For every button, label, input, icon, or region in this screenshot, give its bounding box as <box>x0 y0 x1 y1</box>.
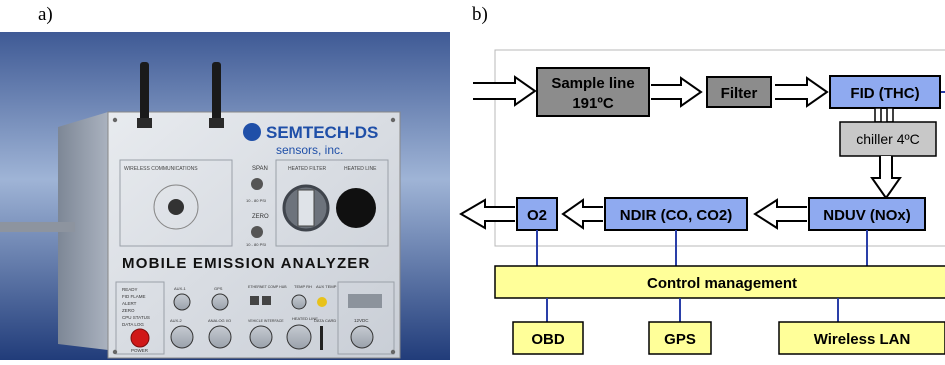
span-label: SPAN <box>252 166 268 172</box>
sample-line-label: Sample line <box>551 75 634 92</box>
zero-knob <box>251 226 263 238</box>
wireless-logo-icon <box>168 199 184 215</box>
status-item: ALERT <box>122 301 137 306</box>
status-item: ZERO <box>122 308 135 313</box>
zero-psi-label: 10 - 80 PSI <box>246 242 266 247</box>
chiller-label: chiller 4ºC <box>856 131 919 147</box>
control-management-box <box>494 265 945 299</box>
obd-label: OBD <box>531 331 565 348</box>
filter-label: Filter <box>721 85 758 102</box>
analyzer-photo: SEMTECH-DS sensors, inc. WIRELESS COMMUN… <box>0 32 450 360</box>
port-label: HEATED LINE <box>292 316 318 321</box>
port-label: TEMP RH <box>294 284 312 289</box>
port-aux1 <box>173 293 191 311</box>
outlet-arrow <box>459 198 515 230</box>
display-slot <box>348 294 382 308</box>
o2-label: O2 <box>527 207 547 224</box>
status-item: CPU STATUS <box>122 315 150 320</box>
analyzer-side <box>58 112 108 350</box>
port-temp <box>291 294 307 310</box>
antenna-left <box>140 62 149 124</box>
wireless-lan-label: Wireless LAN <box>814 331 911 348</box>
zero-label: ZERO <box>252 214 269 220</box>
gps-box <box>648 321 712 355</box>
fid-label: FID (THC) <box>850 85 919 102</box>
antenna-right <box>212 62 221 124</box>
inlet-arrow <box>473 75 537 107</box>
port-vehicle <box>249 325 273 349</box>
port-label: GPS <box>214 286 223 291</box>
sample-line-temp: 191ºC <box>572 95 614 112</box>
power-label: POWER <box>131 348 149 353</box>
port-label: AUX TEMP <box>316 284 337 289</box>
port-hub <box>262 296 271 305</box>
control-management-label: Control management <box>647 275 797 292</box>
port-gps <box>211 293 229 311</box>
heated-filter-label: HEATED FILTER <box>288 166 327 172</box>
status-item: READY <box>122 287 138 292</box>
wireless-label: WIRELESS COMMUNICATIONS <box>124 166 198 172</box>
gps-label: GPS <box>664 331 696 348</box>
side-tube <box>0 222 75 232</box>
arrow-to-ndir <box>753 198 807 230</box>
port-aux2 <box>170 325 194 349</box>
semtech-logo-icon <box>243 123 261 141</box>
panel-label-b: b) <box>472 4 488 25</box>
port-ethernet <box>250 296 259 305</box>
nduv-box <box>808 197 926 231</box>
arrow-to-filter <box>651 76 703 108</box>
span-knob <box>251 178 263 190</box>
nduv-label: NDUV (NOx) <box>823 207 911 224</box>
port-heated-line <box>286 324 312 350</box>
ndir-label: NDIR (CO, CO2) <box>620 207 733 224</box>
status-items: READY FID FLAME ALERT ZERO CPU STATUS DA… <box>122 287 150 327</box>
heated-area <box>275 159 389 247</box>
wireless-lan-box <box>778 321 945 355</box>
heated-filter-handle <box>297 189 315 227</box>
heated-line-label: HEATED LINE <box>344 166 377 172</box>
port-label: DATA CARD <box>314 318 336 323</box>
brand-subtitle: sensors, inc. <box>276 143 343 157</box>
heated-line-port <box>336 188 376 228</box>
arrow-to-fid <box>775 76 829 108</box>
data-card-slot <box>320 326 323 350</box>
brand-name: SEMTECH-DS <box>266 123 378 142</box>
status-item: DATA LOG <box>122 322 144 327</box>
span-psi-label: 10 - 80 PSI <box>246 198 266 203</box>
arrow-to-o2 <box>561 198 603 230</box>
wireless-area <box>119 159 233 247</box>
filter-box <box>706 76 772 108</box>
status-panel <box>115 281 165 355</box>
panel-label-a: a) <box>38 4 53 25</box>
system-diagram: Sample line 191ºC Filter FID (THC) chill… <box>455 32 945 360</box>
port-label: VEHICLE INTERFACE <box>248 319 284 323</box>
port-label: AUX-1 <box>174 286 187 291</box>
fid-box <box>829 75 941 109</box>
power-button[interactable] <box>130 328 150 348</box>
obd-box <box>512 321 584 355</box>
port-label: 12VDC <box>354 318 369 323</box>
port-analog <box>208 325 232 349</box>
chiller-box <box>839 121 937 157</box>
connector-ports: AUX-1 GPS ETHERNET COMP HUB TEMP RH AUX … <box>170 281 395 355</box>
port-aux-temp <box>317 297 327 307</box>
sample-line-box <box>536 67 650 117</box>
status-item: FID FLAME <box>122 294 146 299</box>
port-label: ANALOG I/O <box>208 318 231 323</box>
port-label: ETHERNET COMP HUB <box>248 285 287 289</box>
port-12vdc <box>350 325 374 349</box>
port-label: AUX-2 <box>170 318 183 323</box>
analyzer-title: MOBILE EMISSION ANALYZER <box>122 255 371 272</box>
